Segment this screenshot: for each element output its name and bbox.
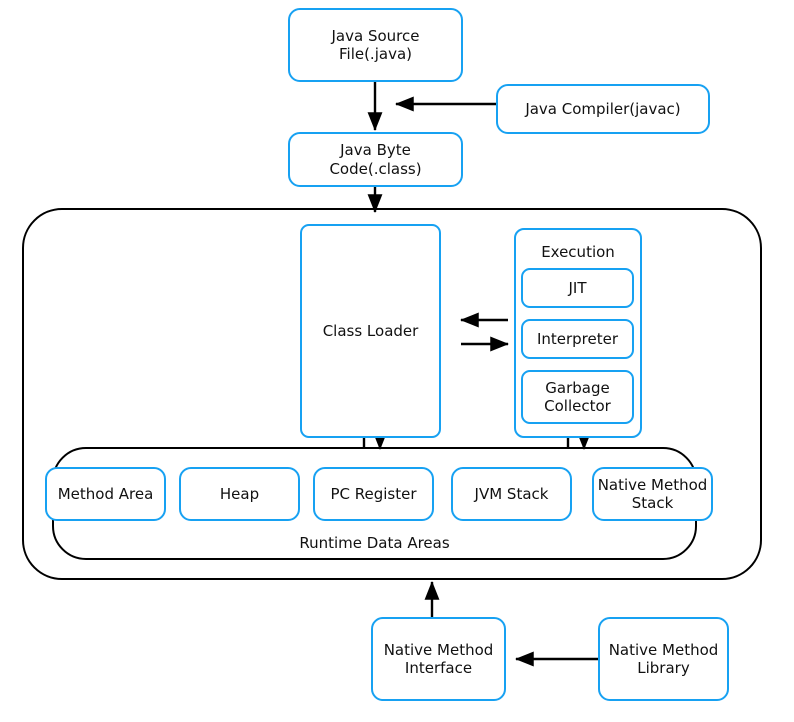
- node-class-loader[interactable]: Class Loader: [300, 224, 441, 438]
- node-method-area[interactable]: Method Area: [45, 467, 166, 521]
- node-native-method-stack[interactable]: Native Method Stack: [592, 467, 713, 521]
- runtime-data-areas-label: Runtime Data Areas: [299, 533, 450, 552]
- node-jit[interactable]: JIT: [521, 268, 634, 308]
- node-native-method-library[interactable]: Native Method Library: [598, 617, 729, 701]
- node-java-byte-code[interactable]: Java Byte Code(.class): [288, 132, 463, 187]
- node-jvm-stack[interactable]: JVM Stack: [451, 467, 572, 521]
- node-native-method-interface[interactable]: Native Method Interface: [371, 617, 506, 701]
- execution-label: Execution: [541, 243, 615, 261]
- node-java-compiler[interactable]: Java Compiler(javac): [496, 84, 710, 134]
- node-java-source-file[interactable]: Java Source File(.java): [288, 8, 463, 82]
- node-pc-register[interactable]: PC Register: [313, 467, 434, 521]
- node-interpreter[interactable]: Interpreter: [521, 319, 634, 359]
- jvm-container: [22, 208, 762, 580]
- node-garbage-collector[interactable]: Garbage Collector: [521, 370, 634, 424]
- node-heap[interactable]: Heap: [179, 467, 300, 521]
